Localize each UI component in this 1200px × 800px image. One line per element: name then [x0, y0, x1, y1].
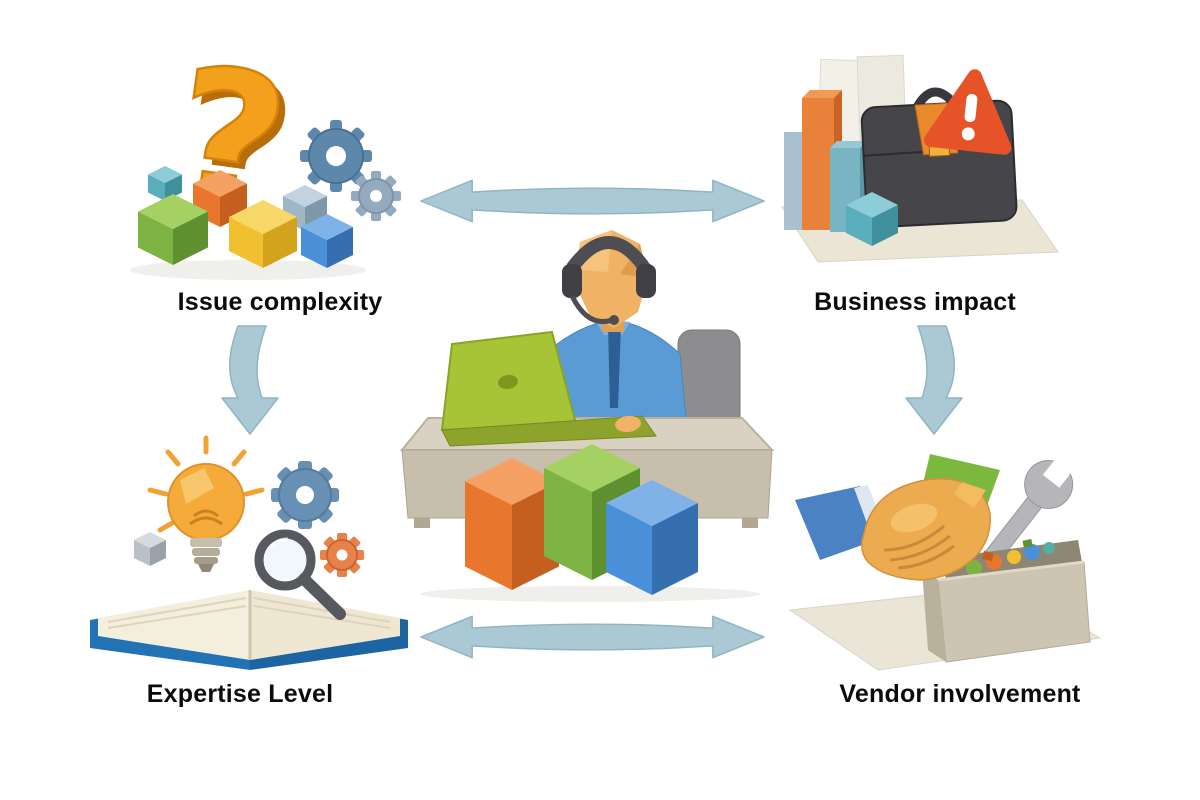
headset-icon — [562, 236, 656, 325]
down-arrow-icon — [905, 325, 963, 435]
yellow-cube — [229, 200, 297, 268]
lightbulb-icon — [147, 435, 265, 572]
shadow — [130, 260, 366, 280]
teal-cube — [148, 166, 182, 201]
warning-triangle-icon — [923, 69, 1012, 155]
small-gear-icon — [351, 171, 401, 221]
gray-cube — [134, 532, 166, 566]
clasped-hands — [861, 478, 991, 581]
magnifier-icon — [254, 529, 346, 620]
open-book-icon — [90, 590, 408, 670]
gear-icon — [300, 120, 372, 192]
tie — [608, 326, 621, 408]
arrow-bottom-horizontal — [415, 612, 770, 662]
expertise-level-label: Expertise Level — [146, 680, 334, 708]
issue-complexity-node: ? ? — [118, 38, 408, 283]
arrow-down-left — [214, 324, 286, 436]
cubes-icon — [138, 166, 353, 268]
center-node — [390, 212, 810, 602]
shadow — [420, 586, 760, 602]
double-arrow-icon — [420, 179, 765, 223]
double-arrow-icon — [420, 615, 765, 659]
desk-leg — [742, 518, 758, 528]
question-mark-gears-cubes-icon: ? ? — [130, 38, 401, 280]
arrow-top-horizontal — [415, 176, 770, 226]
business-impact-node — [772, 52, 1062, 282]
laptop-icon — [440, 330, 657, 447]
bar-chart-briefcase-warning-icon — [781, 54, 1059, 263]
gear-icon — [271, 461, 339, 529]
teal-cube — [846, 192, 898, 246]
issue-complexity-label: Issue complexity — [177, 288, 383, 316]
hand — [615, 415, 641, 433]
vendor-involvement-node — [778, 438, 1103, 673]
small-gear-icon — [320, 533, 364, 577]
vendor-involvement-label: Vendor involvement — [839, 680, 1081, 708]
expertise-level-node — [78, 428, 408, 678]
blue-cube — [301, 214, 353, 268]
desk-leg — [414, 518, 430, 528]
down-arrow-icon — [221, 325, 279, 435]
handshake-icon — [795, 454, 1000, 581]
blue-cube — [606, 480, 698, 595]
business-impact-label: Business impact — [814, 288, 1016, 316]
green-cube — [138, 194, 208, 265]
arrow-down-right — [898, 324, 970, 436]
lightbulb-gears-magnifier-book-icon — [90, 435, 408, 670]
handshake-wrench-toolbox-icon — [788, 451, 1102, 671]
support-agent-at-desk-icon — [399, 230, 775, 602]
toolbox-parts — [966, 539, 1055, 576]
toolbox-icon — [922, 539, 1091, 663]
